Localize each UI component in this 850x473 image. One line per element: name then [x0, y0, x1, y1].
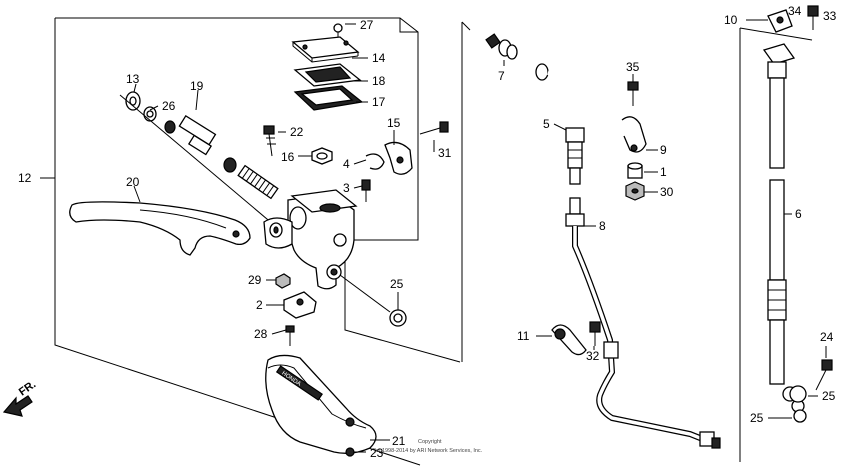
reservoir-plate [293, 63, 362, 87]
nut-16 [311, 147, 333, 165]
label-33: 33 [823, 9, 837, 23]
screw-29 [275, 273, 291, 289]
clamp-11 [551, 324, 587, 356]
brake-hose-5 [535, 63, 585, 185]
boot-seal [125, 91, 157, 122]
bolt-35 [627, 81, 639, 106]
mirror-holder-15 [384, 141, 413, 175]
label-34: 34 [788, 4, 802, 18]
clip-4 [365, 153, 385, 170]
label-30: 30 [660, 185, 674, 199]
nut-30 [625, 181, 645, 201]
front-direction-arrow: FR. [2, 378, 38, 417]
hose-clip-9 [621, 116, 647, 153]
screw-28 [285, 325, 295, 346]
screw-31 [419, 121, 449, 135]
label-3: 3 [343, 181, 350, 195]
label-28: 28 [254, 327, 268, 341]
label-14: 14 [372, 51, 386, 65]
label-1: 1 [660, 165, 667, 179]
reservoir-cap-screw [333, 23, 343, 42]
brake-hose-6 [762, 43, 805, 413]
label-29: 29 [248, 273, 262, 287]
hose-group-boundary [461, 21, 813, 462]
label-25-mid: 25 [390, 277, 404, 291]
label-15: 15 [387, 116, 401, 130]
screw-3 [361, 179, 371, 202]
label-25-bottom: 25 [750, 411, 764, 425]
label-32: 32 [586, 349, 600, 363]
copyright-notice: Copyright (c) 1998-2014 by ARI Network S… [374, 439, 483, 454]
collar-1 [627, 162, 643, 179]
bracket-10 [767, 9, 793, 33]
leader-lines [40, 19, 827, 453]
joint-8 [565, 197, 585, 227]
brake-lever [69, 201, 251, 256]
label-12: 12 [18, 171, 32, 185]
label-7: 7 [498, 69, 505, 83]
brake-pipe [572, 226, 721, 449]
label-17: 17 [372, 95, 386, 109]
label-35: 35 [626, 60, 640, 74]
reservoir-cap [291, 36, 360, 63]
bolt-33 [807, 5, 819, 30]
reservoir-diaphragm [293, 85, 364, 111]
part-labels: 27 14 18 17 13 26 19 22 16 15 4 3 31 20 … [18, 4, 837, 460]
label-25-right: 25 [822, 389, 836, 403]
label-31: 31 [438, 146, 452, 160]
assembly-boundary [54, 17, 461, 466]
hand-guard: HONDA [265, 354, 377, 457]
label-23: 23 [370, 446, 384, 460]
copyright-line-2: (c) 1998-2014 by ARI Network Services, I… [374, 448, 483, 454]
label-8: 8 [599, 219, 606, 233]
label-6: 6 [795, 207, 802, 221]
label-9: 9 [660, 143, 667, 157]
label-4: 4 [343, 157, 350, 171]
bolt-24 [815, 359, 833, 391]
label-10: 10 [724, 13, 738, 27]
label-5: 5 [543, 117, 550, 131]
label-16: 16 [281, 150, 295, 164]
washer-25-right [789, 385, 807, 423]
label-11: 11 [517, 329, 530, 343]
copyright-line-1: Copyright [418, 439, 442, 445]
banjo-bolt-7 [485, 33, 518, 60]
label-20: 20 [126, 175, 140, 189]
front-direction-label: FR. [17, 378, 38, 398]
master-cylinder [263, 189, 358, 290]
label-18: 18 [372, 74, 386, 88]
label-21: 21 [392, 434, 406, 448]
label-22: 22 [290, 125, 304, 139]
switch-2 [283, 291, 317, 319]
bolt-22 [263, 125, 276, 157]
label-19: 19 [190, 79, 204, 93]
bolt-32 [589, 321, 601, 346]
label-26: 26 [162, 99, 176, 113]
label-2: 2 [256, 298, 263, 312]
label-24: 24 [820, 330, 834, 344]
label-13: 13 [126, 72, 140, 86]
label-27: 27 [360, 18, 374, 32]
piston-set [164, 115, 279, 200]
